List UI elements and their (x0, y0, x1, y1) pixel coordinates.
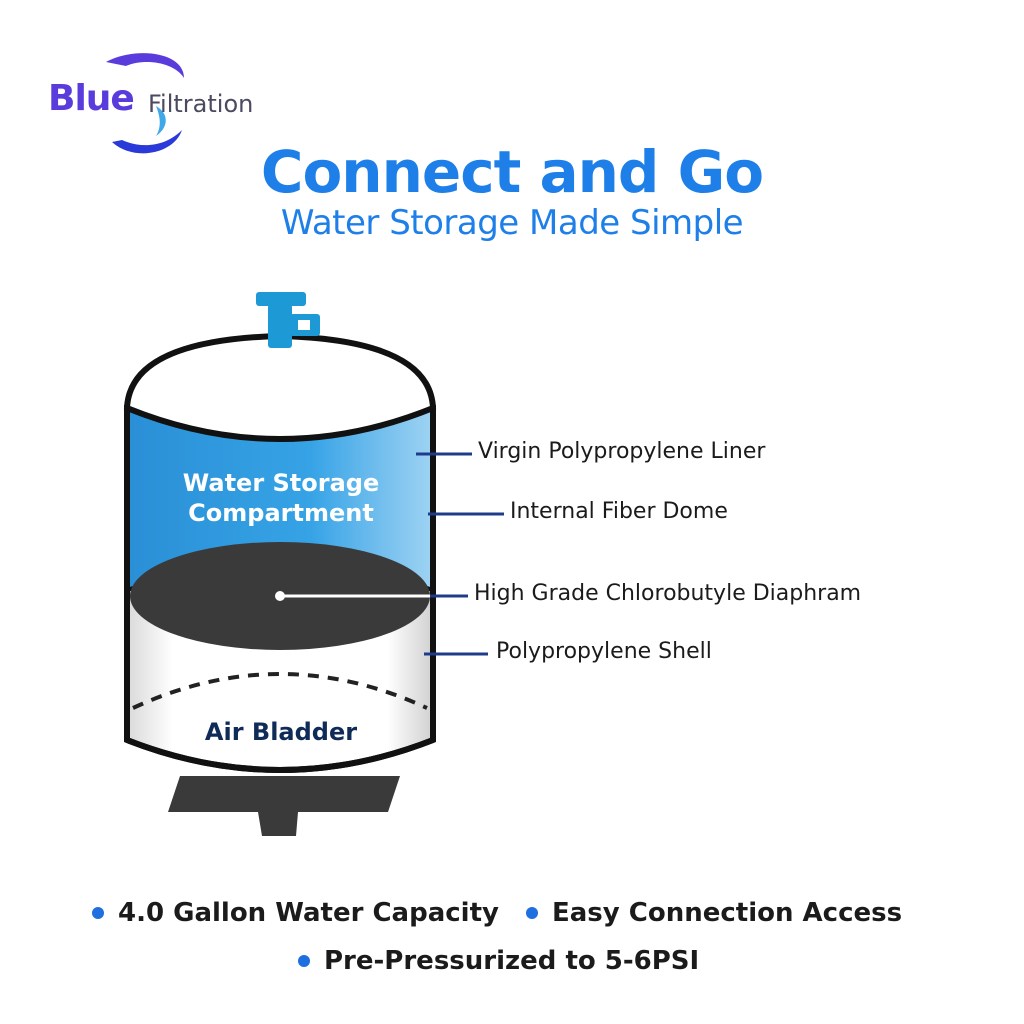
bullet-icon (298, 955, 310, 967)
water-storage-label: Water Storage Compartment (182, 469, 380, 527)
page-subtitle: Water Storage Made Simple (280, 203, 744, 243)
brand-logo: Blue Filtration (44, 44, 253, 164)
logo-wordmark-filtration: Filtration (148, 90, 254, 118)
callout-shell-label: Polypropylene Shell (496, 639, 712, 664)
feature-pressure: Pre-Pressurized to 5-6PSI (298, 946, 699, 976)
tank-top-dome (123, 332, 437, 442)
feature-connection-label: Easy Connection Access (552, 898, 903, 928)
water-compartment (127, 410, 433, 588)
feature-pressure-label: Pre-Pressurized to 5-6PSI (324, 946, 700, 976)
valve-icon (256, 292, 320, 348)
callout-liner-label: Virgin Polypropylene Liner (478, 439, 766, 464)
page-title: Connect and Go (260, 138, 764, 206)
feature-capacity: 4.0 Gallon Water Capacity (92, 898, 499, 928)
bullet-icon (526, 907, 538, 919)
feature-capacity-label: 4.0 Gallon Water Capacity (118, 898, 499, 928)
callout-dome-label: Internal Fiber Dome (510, 499, 728, 524)
bullet-icon (92, 907, 104, 919)
callout-diaphragm-label: High Grade Chlorobutyle Diaphram (474, 581, 862, 606)
air-bladder-label: Air Bladder (204, 718, 358, 746)
logo-wordmark-blue: Blue (48, 78, 135, 119)
tank-base (168, 776, 400, 836)
feature-connection: Easy Connection Access (526, 898, 902, 928)
logo-swirl-icon (106, 53, 184, 154)
air-bladder-outline (132, 672, 428, 710)
